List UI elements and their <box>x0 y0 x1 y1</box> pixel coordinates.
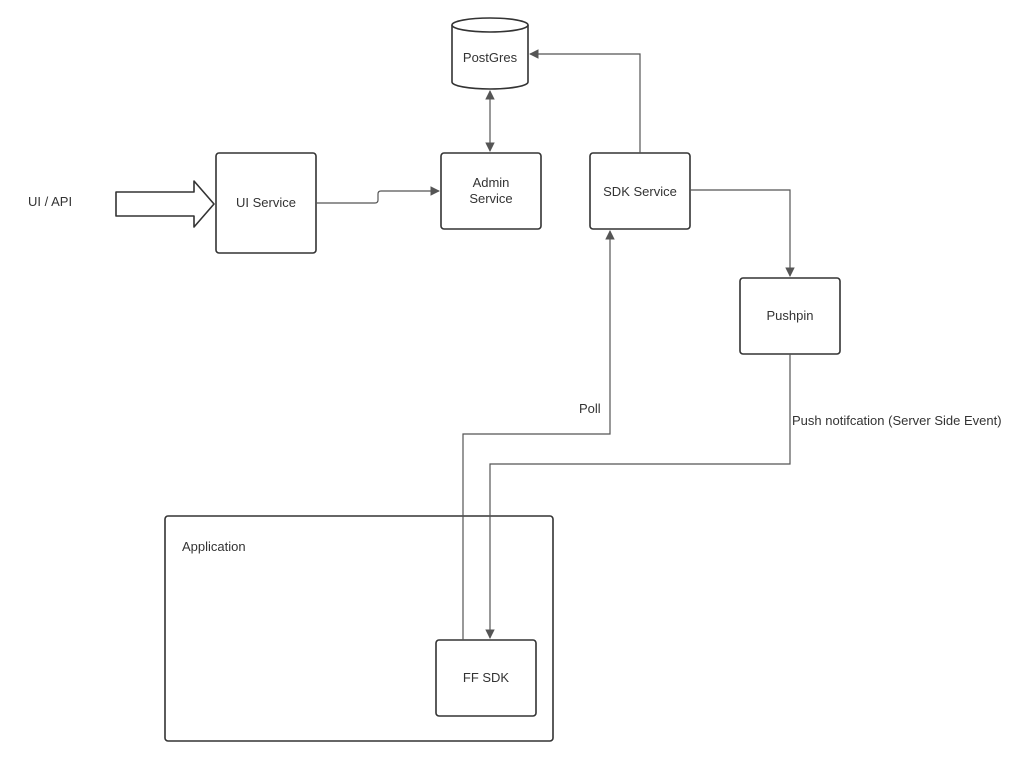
sdk-service-label: SDK Service <box>603 184 677 199</box>
push-notification-label: Push notifcation (Server Side Event) <box>792 413 1002 428</box>
admin-service-label-line2: Service <box>469 191 512 206</box>
postgres-label: PostGres <box>463 50 518 65</box>
pushpin-label: Pushpin <box>767 308 814 323</box>
ui-service-node[interactable]: UI Service <box>215 152 317 254</box>
ff-sdk-label: FF SDK <box>463 670 510 685</box>
admin-service-node[interactable]: Admin Service <box>440 152 542 230</box>
application-label: Application <box>182 539 246 554</box>
input-label: UI / API <box>28 194 72 209</box>
edge-sdk-to-pushpin <box>690 189 795 277</box>
edge-sdk-to-postgres <box>529 49 641 153</box>
ui-service-label: UI Service <box>236 195 296 210</box>
edge-ffsdk-poll-sdk <box>462 230 615 640</box>
poll-label: Poll <box>579 401 601 416</box>
admin-service-label-line1: Admin <box>473 175 510 190</box>
pushpin-node[interactable]: Pushpin <box>739 277 841 355</box>
edge-ui-to-admin <box>316 186 440 204</box>
ff-sdk-node[interactable]: FF SDK <box>435 639 537 717</box>
sdk-service-node[interactable]: SDK Service <box>589 152 691 230</box>
postgres-database[interactable]: PostGres <box>451 17 529 90</box>
edge-pushpin-to-ffsdk <box>485 354 791 639</box>
input-block-arrow <box>115 180 215 228</box>
